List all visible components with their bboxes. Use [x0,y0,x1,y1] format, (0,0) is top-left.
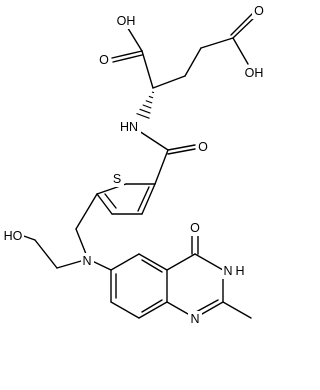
bond [148,95,154,99]
bond [167,148,196,155]
bond [152,75,186,89]
bond [230,12,254,36]
hydroxyl-label: HO [4,229,23,243]
bond [136,112,150,119]
bond [166,253,196,271]
bond [141,50,154,89]
molecule-structure-diagram: OH O O OH HN O S HO N O N H N [2,3,266,327]
bond [195,299,219,313]
thiophene-sulfur-label: S [113,172,121,186]
bond [151,91,155,94]
bond [110,253,140,271]
amide-oxygen-label: O [198,140,208,154]
bond [96,193,113,215]
carbonyl-oxygen-label: O [99,53,109,67]
bond [111,50,143,59]
bond [110,301,140,319]
amine-nitrogen-label: N [82,254,91,268]
bond [154,149,169,185]
bond [34,239,58,269]
hydroxyl-label: OH [245,66,264,80]
ring-nitrogen-label: N [223,264,232,278]
bond [137,186,150,212]
bond [194,253,224,271]
bond [184,47,202,77]
bond [141,259,163,273]
bond [141,299,163,313]
bond [232,15,257,39]
bond [167,144,196,151]
ring-carbonyl-oxygen-label: O [190,221,200,235]
bond [145,100,153,104]
bond [138,301,168,319]
atom-labels: OH O O OH HN O S HO N O N H N [2,3,266,327]
stereo-hashed-wedge [136,91,155,119]
bond [75,193,98,230]
hydroxyl-label: OH [117,14,136,28]
bond [135,128,169,151]
bond [138,253,168,271]
bond [139,108,151,114]
bond [112,54,143,63]
bond [232,37,249,65]
bond [141,183,156,215]
bond [125,24,143,52]
carbonyl-oxygen-label: O [254,4,264,18]
bonds [17,12,257,319]
bond [104,193,117,209]
bond [222,301,252,319]
ring-nitrogen-label: N [190,312,199,326]
amide-nitrogen-label: HN [120,120,138,134]
ring-nh-hydrogen-label: H [235,264,244,278]
bond [142,104,152,109]
bond [200,37,234,49]
